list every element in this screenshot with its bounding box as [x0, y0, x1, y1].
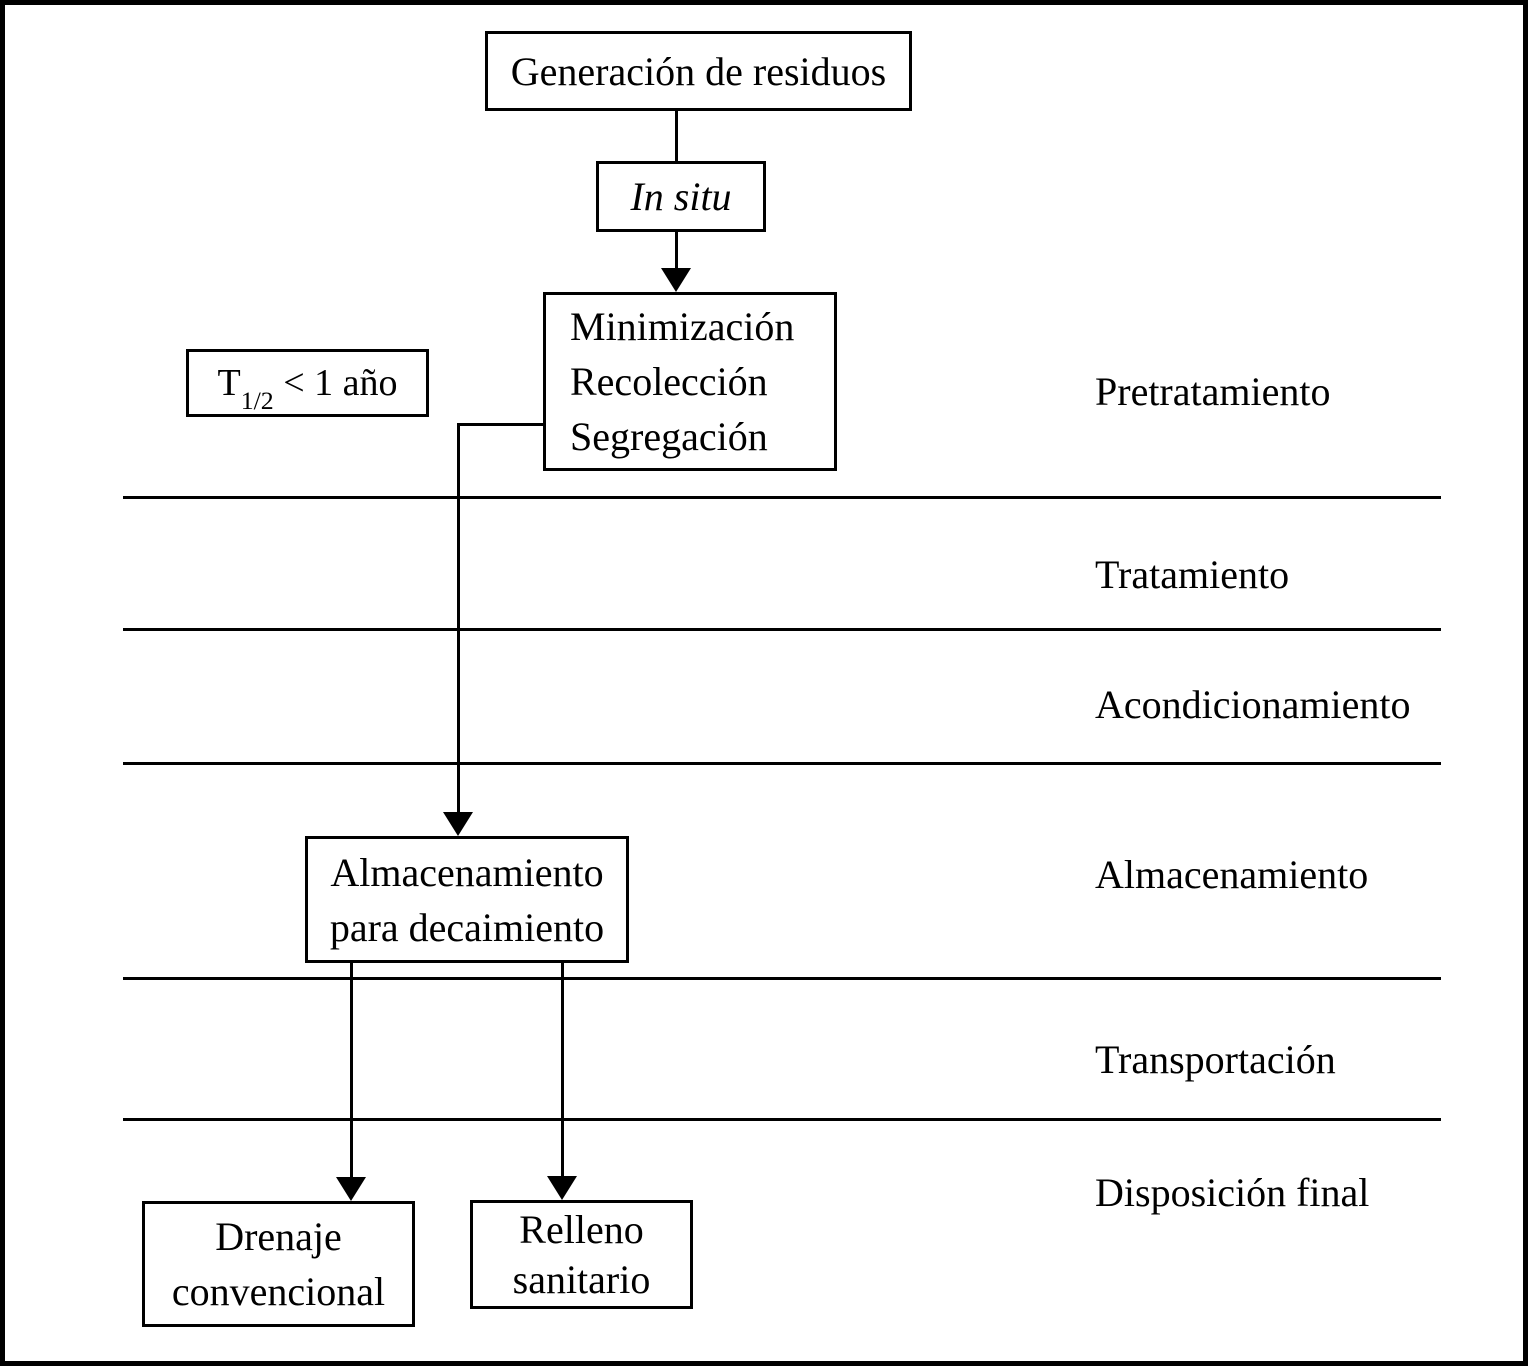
- stage-label-pretratamiento: Pretratamiento: [1095, 369, 1331, 414]
- stage-separator-line: [123, 628, 1441, 631]
- stage-label-almacenamiento: Almacenamiento: [1095, 852, 1369, 897]
- stage-separator-line: [123, 762, 1441, 765]
- node-in-situ-label: In situ: [630, 174, 732, 219]
- node-almacenamiento-para-decaimiento: Almacenamiento para decaimiento: [305, 836, 629, 963]
- node-relleno-sanitario: Relleno sanitario: [470, 1200, 693, 1309]
- stage-label-acondicionamiento: Acondicionamiento: [1095, 682, 1411, 727]
- stage-separator-line: [123, 496, 1441, 499]
- node-drenaje-line1: Drenaje: [215, 1214, 342, 1259]
- connector-generacion-insitu: [675, 108, 678, 163]
- node-minimizacion-line3: Segregación: [570, 414, 768, 459]
- stage-separator-line: [123, 977, 1441, 980]
- node-relleno-line1: Relleno: [519, 1206, 644, 1252]
- arrowhead-icon: [661, 268, 691, 292]
- node-in-situ: In situ: [596, 161, 766, 232]
- connector-minimizacion-elbow: [457, 423, 549, 426]
- node-minimizacion-line2: Recolección: [570, 359, 768, 404]
- connector-insitu-minimizacion: [675, 229, 678, 271]
- stage-label-disposicion-final: Disposición final: [1095, 1170, 1370, 1215]
- node-generacion-label: Generación de residuos: [510, 48, 887, 94]
- node-almacenamiento-line2: para decaimiento: [329, 904, 605, 950]
- arrowhead-icon: [547, 1176, 577, 1200]
- node-half-life-condition: T1/2 < 1 año: [186, 349, 429, 417]
- node-minimizacion-line1: Minimización: [570, 304, 795, 349]
- arrowhead-icon: [336, 1177, 366, 1201]
- node-drenaje-convencional: Drenaje convencional: [142, 1201, 415, 1327]
- stage-label-transportacion: Transportación: [1095, 1037, 1336, 1082]
- arrowhead-icon: [443, 812, 473, 836]
- node-minimizacion-recoleccion-segregacion: Minimización Recolección Segregación: [543, 292, 837, 471]
- node-drenaje-line2: convencional: [171, 1269, 386, 1314]
- node-almacenamiento-line1: Almacenamiento: [330, 849, 604, 895]
- connector-almacenamiento-drenaje: [350, 961, 353, 1179]
- node-relleno-line2: sanitario: [512, 1256, 651, 1302]
- stage-separator-line: [123, 1118, 1441, 1121]
- half-life-text: T1/2 < 1 año: [217, 361, 398, 415]
- node-generacion-de-residuos: Generación de residuos: [485, 31, 912, 111]
- stage-label-tratamiento: Tratamiento: [1095, 552, 1290, 597]
- connector-elbow-almacenamiento: [457, 423, 460, 814]
- connector-almacenamiento-relleno: [561, 961, 564, 1178]
